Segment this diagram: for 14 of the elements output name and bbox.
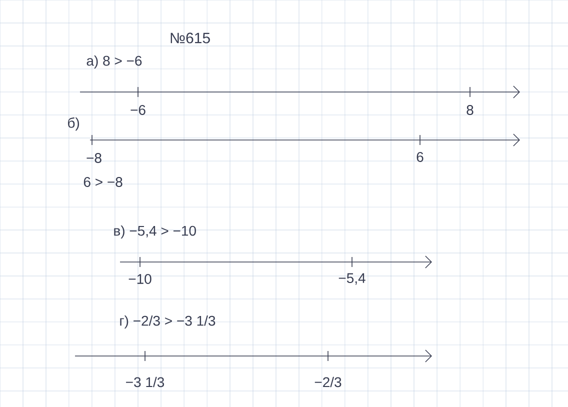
tick-label: −5,4 [338, 273, 366, 285]
item-marker: б) [68, 117, 80, 131]
tick-label: 8 [466, 105, 474, 115]
tick-label: 6 [416, 152, 424, 162]
problem-statement: в) −5,4 > −10 [114, 225, 196, 239]
tick-label: −8 [86, 153, 102, 163]
problem-statement: г) −2/3 > −3 1/3 [120, 315, 216, 329]
tick-label: −6 [130, 105, 146, 115]
problem-statement: а) 8 > −6 [86, 55, 142, 69]
task-number: №615 [170, 32, 210, 44]
tick-label: −2/3 [314, 376, 342, 388]
answer-inequality: 6 > −8 [84, 177, 122, 187]
tick-label: −10 [128, 274, 152, 284]
tick-label: −3 1/3 [126, 376, 164, 388]
